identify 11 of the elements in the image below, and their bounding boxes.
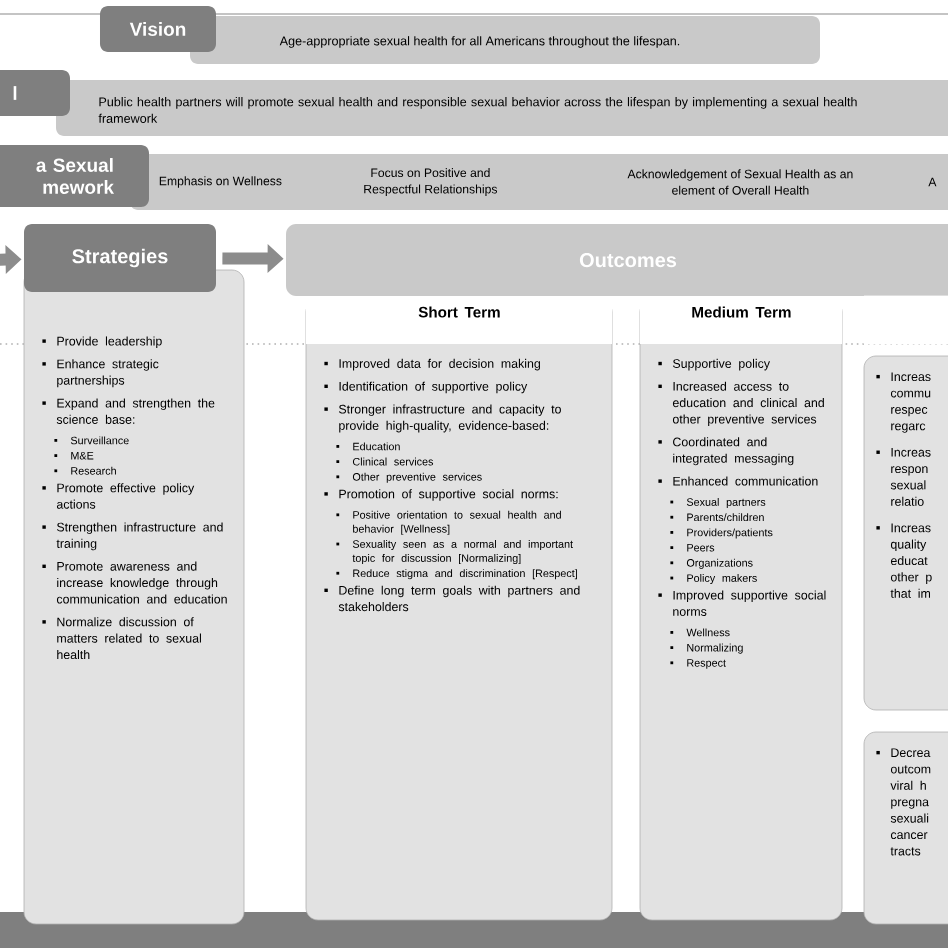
section-tab: a Sexual mework xyxy=(0,145,149,207)
outcome-box xyxy=(863,731,948,925)
principle-band xyxy=(130,154,948,210)
outcome-box xyxy=(863,355,948,711)
strategy-box xyxy=(23,269,245,925)
section-tab: l xyxy=(0,70,70,116)
section-tab: Vision xyxy=(100,6,216,52)
outcome-column xyxy=(639,296,843,921)
column-heading-box xyxy=(863,295,948,345)
outcome-column xyxy=(305,296,613,921)
section-tab: Strategies xyxy=(24,224,216,292)
